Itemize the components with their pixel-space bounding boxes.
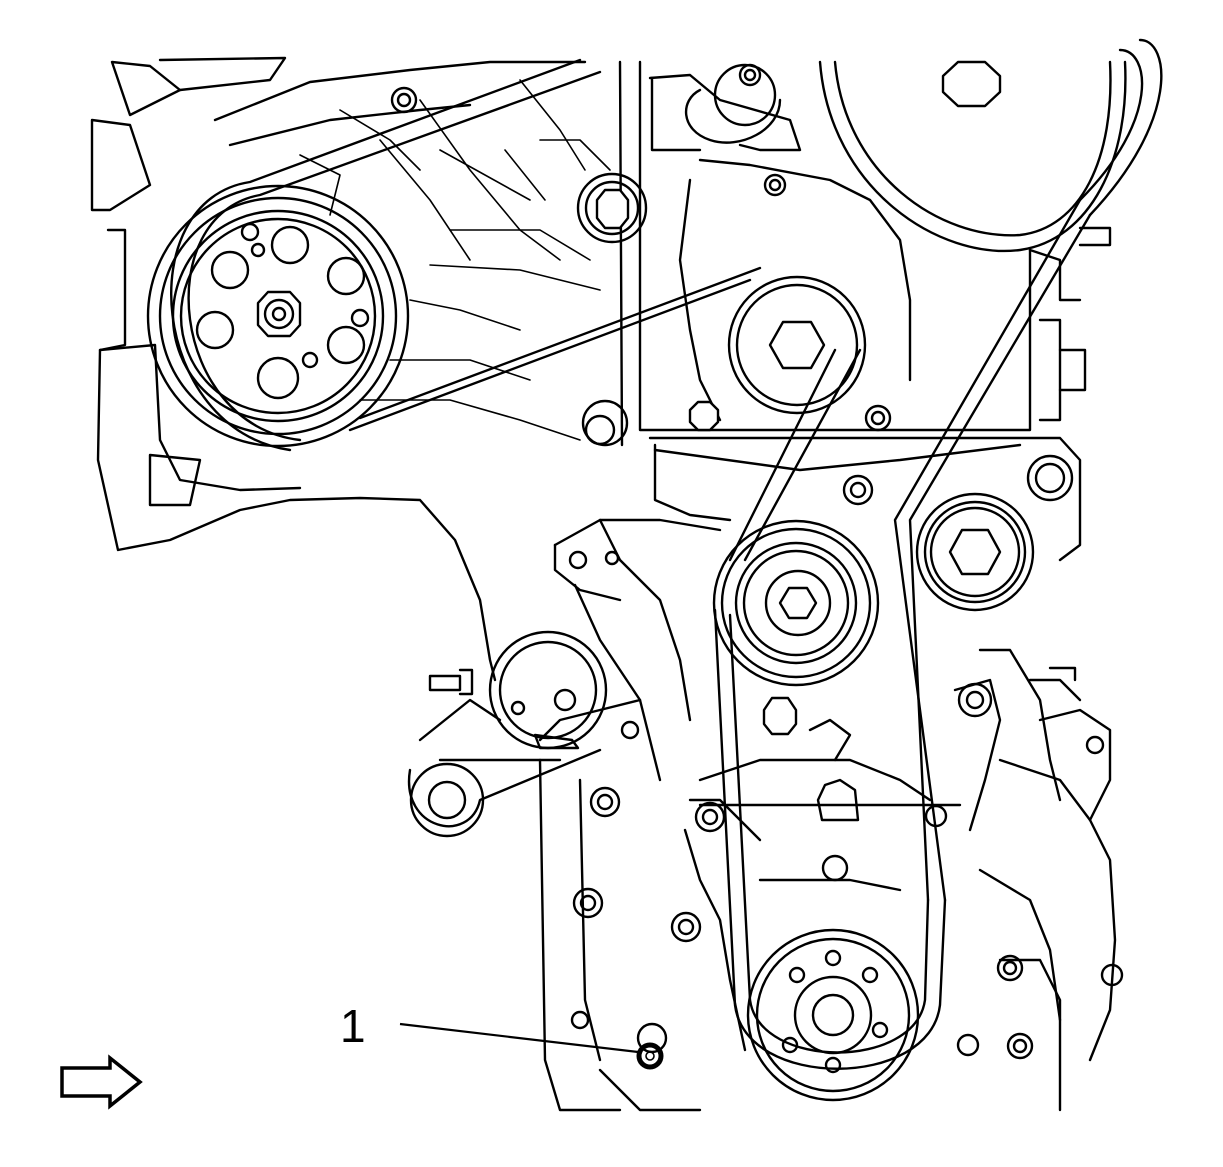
housing-bolts — [390, 63, 1074, 570]
idler-pulley — [915, 492, 1035, 612]
callout-1: 1 — [340, 1000, 668, 1070]
callout-label-1: 1 — [340, 1000, 366, 1052]
camshaft-pulley — [818, 60, 1127, 253]
callout-leader-line — [399, 1022, 639, 1054]
drain-plug-bolt — [636, 1042, 664, 1070]
crankshaft-pulley — [746, 928, 920, 1102]
block-bolts — [570, 682, 1124, 1060]
alternator-pulley — [685, 63, 867, 415]
auxiliary-pulley — [407, 630, 608, 838]
tensioner-pulley — [712, 519, 880, 687]
drive-belt — [170, 38, 1163, 1070]
water-pump-pulley — [146, 184, 410, 448]
arrow-right-icon — [60, 1054, 143, 1110]
engine-housing-outline — [90, 56, 1117, 1112]
